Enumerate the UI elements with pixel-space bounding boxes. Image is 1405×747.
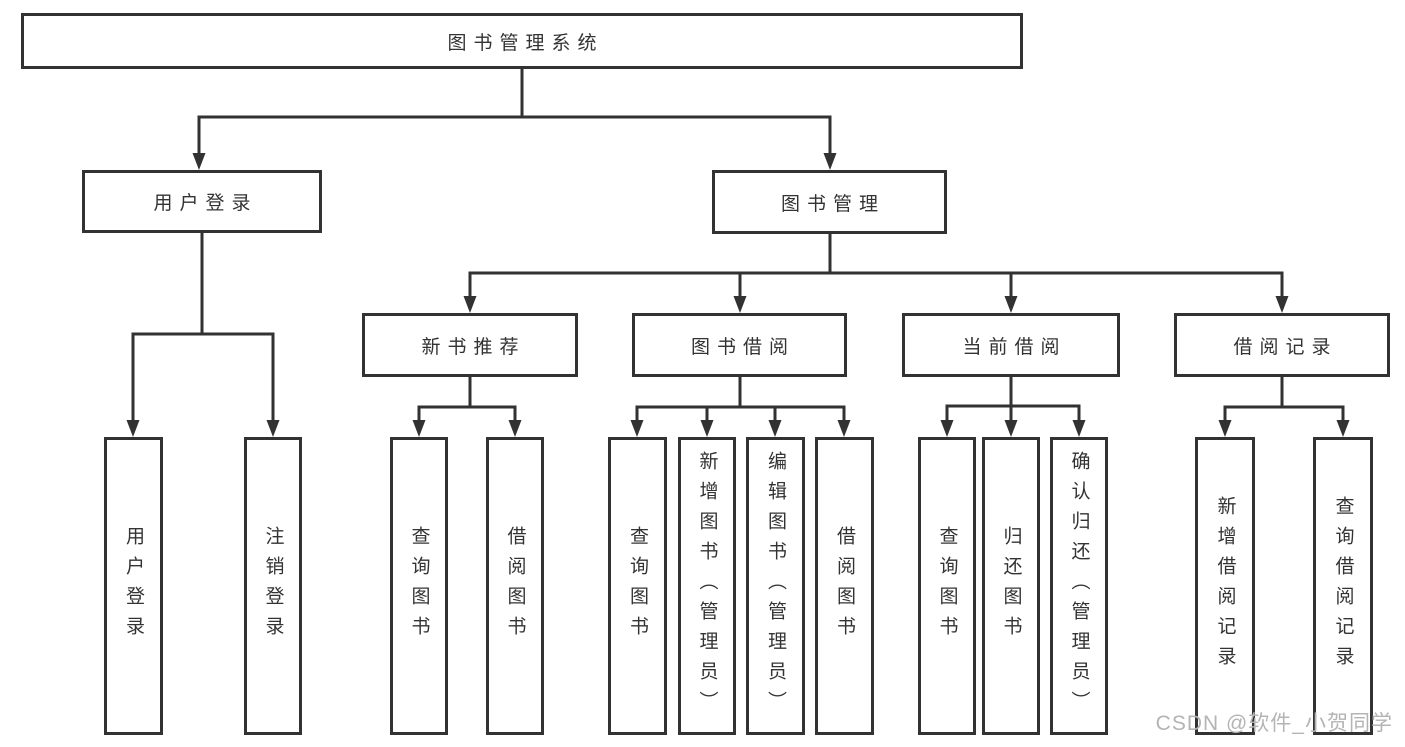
leaf-confirm-return-admin-label: 确认归还（管理员） [1068,451,1090,721]
leaf-query-book-current: 查询图书 [918,437,976,735]
leaf-query-book-recommend: 查询图书 [390,437,448,735]
leaf-query-book-recommend-label: 查询图书 [408,526,430,646]
arrowhead-icon [700,420,714,437]
arrowhead-icon [463,296,477,313]
node-book-management: 图书管理 [712,170,947,234]
leaf-add-book-admin-label: 新增图书（管理员） [696,451,718,721]
leaf-user-login: 用户登录 [104,437,163,735]
leaf-confirm-return-admin: 确认归还（管理员） [1050,437,1108,735]
arrowhead-icon [837,420,851,437]
connector-current-borrow-to-leaves [945,375,1081,425]
arrowhead-icon [266,420,280,437]
connector-borrow-records-to-leaves [1223,375,1345,425]
node-new-book-recommend: 新书推荐 [362,313,578,377]
leaf-borrow-book: 借阅图书 [815,437,874,735]
arrowhead-icon [823,153,837,170]
connector-user-login-to-leaves [131,231,275,425]
arrowhead-icon [192,153,206,170]
arrowhead-icon [630,420,644,437]
leaf-query-book-borrow: 查询图书 [608,437,667,735]
arrowhead-icon [412,420,426,437]
leaf-edit-book-admin: 编辑图书（管理员） [746,437,805,735]
leaf-logout-label: 注销登录 [262,526,284,646]
leaf-add-borrow-record-label: 新增借阅记录 [1214,496,1236,676]
arrowhead-icon [1004,420,1018,437]
arrowhead-icon [1218,420,1232,437]
leaf-query-borrow-record-label: 查询借阅记录 [1332,496,1354,676]
node-book-borrow: 图书借阅 [632,313,847,377]
arrowhead-icon [1336,420,1350,437]
leaf-add-book-admin: 新增图书（管理员） [678,437,736,735]
arrowhead-icon [733,296,747,313]
leaf-borrow-book-recommend-label: 借阅图书 [504,526,526,646]
csdn-watermark: CSDN @软件_小贺同学 [1155,712,1393,735]
connector-book-borrow-to-leaves [635,375,846,425]
arrowhead-icon [1004,296,1018,313]
leaf-query-borrow-record: 查询借阅记录 [1313,437,1373,735]
arrowhead-icon [768,420,782,437]
node-root-title: 图书管理系统 [21,13,1023,69]
connector-root-to-level2 [197,67,832,158]
leaf-user-login-label: 用户登录 [123,526,144,646]
leaf-edit-book-admin-label: 编辑图书（管理员） [765,451,786,721]
leaf-borrow-book-recommend: 借阅图书 [486,437,544,735]
connector-new-book-to-leaves [417,375,517,425]
leaf-return-book-label: 归还图书 [1000,526,1022,646]
arrowhead-icon [508,420,522,437]
connector-book-management-to-level3 [468,232,1284,301]
arrowhead-icon [1275,296,1289,313]
leaf-borrow-book-label: 借阅图书 [834,526,855,646]
node-current-borrow: 当前借阅 [902,313,1120,377]
node-borrow-records: 借阅记录 [1174,313,1390,377]
arrowhead-icon [126,420,140,437]
leaf-add-borrow-record: 新增借阅记录 [1195,437,1255,735]
arrowhead-icon [940,420,954,437]
leaf-query-book-borrow-label: 查询图书 [627,526,648,646]
leaf-logout: 注销登录 [244,437,302,735]
leaf-return-book: 归还图书 [982,437,1040,735]
leaf-query-book-current-label: 查询图书 [936,526,958,646]
node-user-login: 用户登录 [82,170,322,233]
arrowhead-icon [1072,420,1086,437]
